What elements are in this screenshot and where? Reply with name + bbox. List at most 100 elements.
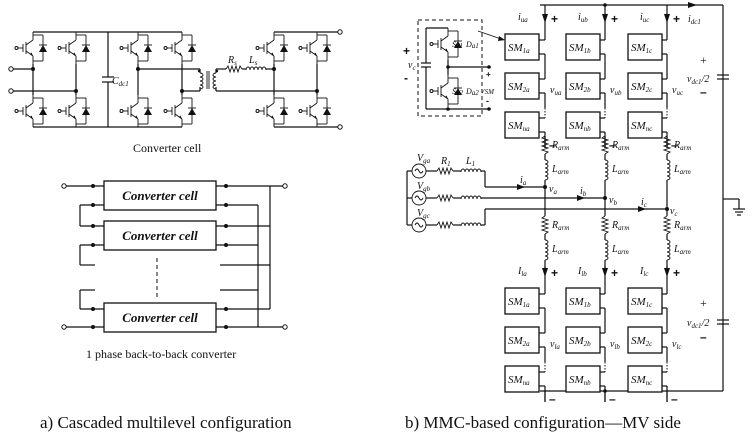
vc-label: vc (408, 60, 416, 72)
arm-current-label: iua (518, 12, 528, 24)
vdc-lower-label: vdc1/2 (687, 318, 709, 330)
submodule-label: SM2c (631, 81, 653, 94)
r-arm-label: Rarm (673, 220, 691, 232)
svg-text:–: – (700, 85, 707, 99)
arm-current-label: iub (578, 12, 588, 24)
da1-label: Da1 (465, 40, 479, 50)
svg-text:+: + (403, 44, 410, 58)
converter-cell-box (103, 180, 217, 211)
vdc-upper-label: vdc1/2 (687, 74, 709, 86)
l-arm-label: Larm (673, 244, 691, 256)
mmc-phase-legs: iua+SM1aSM2aSMnavua–RarmLarmRarmLarmIla+… (504, 5, 691, 406)
submodule-label: SM1c (631, 296, 653, 309)
arm-voltage-label: vub (610, 85, 622, 97)
submodule-label: SM2b (569, 81, 591, 94)
converter-cell-schematic: Cdc1 Rs Ls (8, 29, 343, 130)
transformer-secondary (212, 72, 217, 90)
output-terminal (337, 124, 343, 130)
arm-voltage-label: vlc (672, 339, 682, 351)
svg-text:+: + (673, 12, 680, 26)
submodule-label: SM2b (569, 335, 591, 348)
submodule-box (504, 111, 540, 139)
submodule-label: SM1a (508, 296, 530, 309)
vc-phase-label: vc (670, 206, 678, 218)
svg-text:–: – (549, 138, 556, 152)
vgb-label: Vgb (417, 181, 431, 193)
l-arm-label: Larm (611, 244, 629, 256)
submodule-box (565, 326, 601, 354)
vga-label: Vga (417, 153, 431, 165)
l-arm-label: Larm (673, 164, 691, 176)
va-label: va (549, 184, 557, 196)
svg-text:+: + (673, 266, 680, 280)
converter-cell-box (103, 302, 217, 333)
submodule-label: SM2a (508, 335, 530, 348)
submodule-box (504, 326, 540, 354)
r-arm-label: Rarm (551, 140, 569, 152)
submodule-label: SM1b (569, 296, 591, 309)
arm-current-label: Ila (517, 266, 527, 278)
submodule-box (565, 287, 601, 315)
sa2-label: Sa2 (452, 87, 464, 97)
svg-text:-: - (486, 96, 489, 106)
submodule-box (565, 72, 601, 100)
arm-current-label: Ilc (639, 266, 649, 278)
r1-label: R1 (440, 156, 451, 168)
r-arm-label: Rarm (673, 140, 691, 152)
ic-label: ic (641, 197, 648, 209)
submodule-box (565, 365, 601, 393)
submodule-label: SMnb (569, 374, 591, 387)
svg-text:-: - (404, 71, 408, 85)
arm-current-label: Ilb (577, 266, 587, 278)
submodule-box (504, 287, 540, 315)
submodule-box (627, 33, 663, 61)
submodule-label: SMnb (569, 120, 591, 133)
l-arm-label: Larm (551, 164, 569, 176)
arm-current-label: iuc (640, 12, 650, 24)
submodule-box (504, 365, 540, 393)
svg-text:+: + (551, 12, 558, 26)
output-terminal (337, 29, 343, 35)
ac-sources (406, 163, 667, 233)
svg-text:–: – (549, 392, 556, 406)
ia-label: ia (520, 175, 527, 187)
cascade-schematic (61, 180, 288, 333)
rs-label: Rs (227, 55, 237, 67)
arm-voltage-label: vlb (610, 339, 620, 351)
submodule-label: SM1b (569, 42, 591, 55)
idc-label: idc1 (688, 14, 701, 26)
submodule-box (504, 72, 540, 100)
svg-text:–: – (700, 330, 707, 344)
vsm-label: vSM (481, 86, 495, 96)
svg-text:+: + (486, 70, 491, 79)
arm-voltage-label: vla (550, 339, 560, 351)
da2-label: Da2 (465, 87, 479, 97)
vgc-label: Vgc (417, 208, 431, 220)
submodule-box (627, 287, 663, 315)
submodule-box (627, 111, 663, 139)
submodule-box (627, 326, 663, 354)
submodule-label: SMna (508, 374, 530, 387)
svg-text:+: + (611, 12, 618, 26)
ls-label: Ls (248, 55, 258, 67)
svg-text:+: + (700, 53, 707, 67)
submodule-label: SM2a (508, 81, 530, 94)
capacitor-label: Cdc1 (112, 76, 129, 88)
converter-cell-caption: Converter cell (133, 141, 202, 155)
submodule-label: SM1a (508, 42, 530, 55)
l1-label: L1 (465, 156, 475, 168)
l-arm-label: Larm (611, 164, 629, 176)
submodule-detail (417, 19, 505, 117)
converter-cell-box (103, 220, 217, 251)
r-arm-label: Rarm (551, 220, 569, 232)
cascade-caption: 1 phase back-to-back converter (86, 347, 236, 361)
panel-a-caption: a) Cascaded multilevel configuration (40, 413, 292, 432)
panel-b-caption: b) MMC-based configuration—MV side (405, 413, 681, 432)
svg-text:–: – (609, 392, 616, 406)
svg-text:–: – (609, 138, 616, 152)
submodule-box (627, 72, 663, 100)
submodule-label: SM1c (631, 42, 653, 55)
submodule-label: SMna (508, 120, 530, 133)
svg-text:+: + (551, 266, 558, 280)
